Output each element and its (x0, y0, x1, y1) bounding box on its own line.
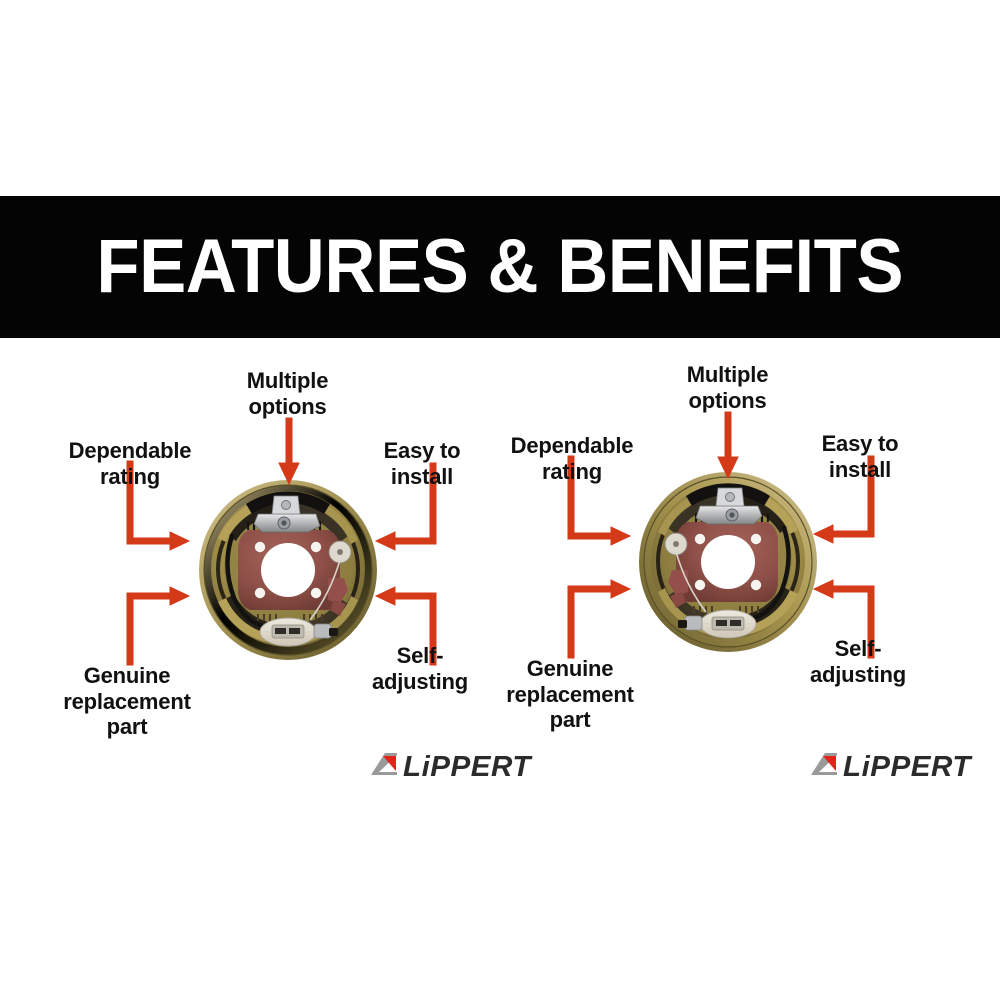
brake-assembly-image-right (628, 466, 828, 656)
lippert-wordmark: LiPPERT (843, 750, 971, 783)
lippert-logo-left: LiPPERT (370, 750, 531, 783)
callout-multiple-options: Multiple options (686, 362, 769, 413)
callout-dependable-rating: Dependable rating (510, 433, 634, 484)
panel-left: Multiple options Dependable rating Easy … (0, 338, 530, 798)
callout-multiple-options: Multiple options (246, 368, 329, 419)
callout-genuine-replacement-part: Genuine replacement part (506, 656, 634, 733)
callout-self-adjusting: Self- adjusting (810, 636, 906, 687)
callout-dependable-rating: Dependable rating (68, 438, 192, 489)
arrow-genuine-replacement-part (126, 586, 191, 666)
panel-right: Multiple options Dependable rating Easy … (500, 338, 1000, 798)
header-banner: FEATURES & BENEFITS (0, 196, 1000, 338)
lippert-wordmark: LiPPERT (403, 750, 531, 783)
brake-assembly-image-left (188, 474, 388, 664)
callout-easy-to-install: Easy to install (821, 431, 899, 482)
arrow-genuine-replacement-part (567, 579, 632, 659)
callout-genuine-replacement-part: Genuine replacement part (63, 663, 191, 740)
callout-self-adjusting: Self- adjusting (372, 643, 468, 694)
lippert-logo-right: LiPPERT (810, 750, 971, 783)
page-title: FEATURES & BENEFITS (96, 224, 904, 309)
lippert-mark-icon (810, 752, 838, 783)
lippert-mark-icon (370, 752, 398, 783)
callout-easy-to-install: Easy to install (383, 438, 461, 489)
